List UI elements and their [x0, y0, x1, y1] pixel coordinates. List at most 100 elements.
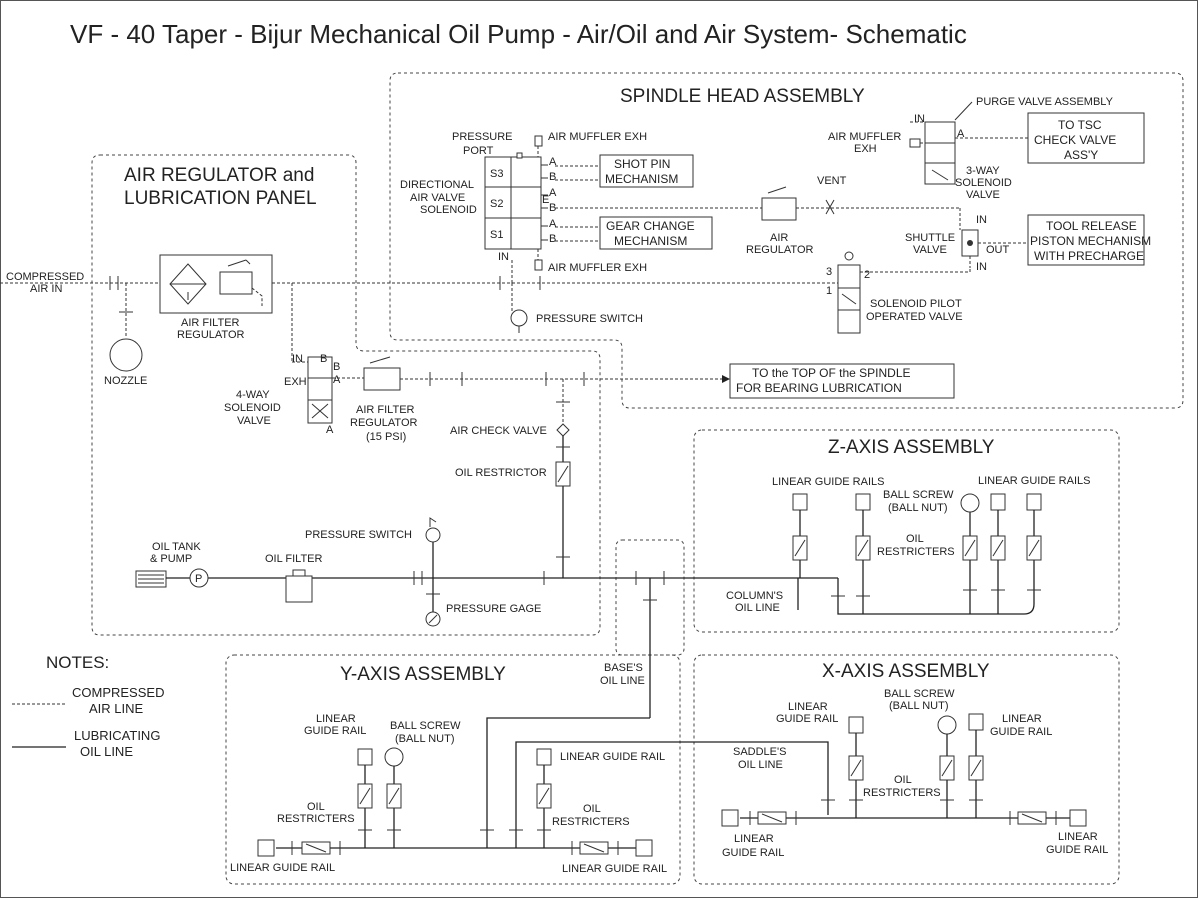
label-x-lgr-left-1: LINEAR [788, 701, 828, 713]
label-y-ballscrew-2: (BALL NUT) [395, 733, 455, 745]
label-to-tsc-2: CHECK VALVE [1034, 133, 1116, 147]
label-sol-pilot-1: SOLENOID PILOT [870, 298, 962, 310]
label-y-lgr-1: LINEAR [316, 713, 356, 725]
muffler-bottom-icon [534, 259, 543, 271]
air-reg-panel-boundary [91, 154, 601, 636]
label-air-muffler-1: AIR MUFFLER [828, 131, 901, 143]
label-x-lgr-right-1: LINEAR [1002, 713, 1042, 725]
x-linear-guide-rail-bl [721, 809, 739, 827]
label-note-oil-1: LUBRICATING [74, 728, 160, 743]
label-four-way-in: IN [292, 353, 303, 365]
label-directional-1: DIRECTIONAL [400, 179, 474, 191]
label-to-tsc-3: ASS'Y [1064, 148, 1098, 162]
three-way-solenoid-valve [924, 121, 956, 185]
label-air-regulator-1: AIR [770, 232, 788, 244]
label-directional-3: SOLENOID [420, 204, 477, 216]
y-axis-boundary [225, 654, 681, 885]
label-to-top-1: TO the TOP OF the SPINDLE [752, 366, 911, 380]
label-four-way-2: SOLENOID [224, 402, 281, 414]
section-title-z-axis: Z-AXIS ASSEMBLY [828, 437, 995, 458]
y-linear-guide-rail-bl [257, 839, 275, 857]
label-air-muffler-exh-top: AIR MUFFLER EXH [548, 131, 647, 143]
label-pump-p: P [195, 573, 202, 585]
label-pressure-switch-spindle: PRESSURE SWITCH [536, 313, 643, 325]
notes-heading: NOTES: [46, 653, 109, 672]
y-linear-guide-rail-br [635, 839, 653, 857]
label-note-air-2: AIR LINE [89, 701, 144, 716]
y-ball-screw [384, 747, 404, 767]
shot-pin-box [599, 154, 694, 188]
label-three-way-1: 3-WAY [966, 165, 1000, 177]
gear-change-box [599, 216, 713, 250]
label-air-filter-reg-2: REGULATOR [177, 329, 244, 341]
label-purge-a: A [957, 128, 965, 140]
label-port-e: E [542, 194, 549, 206]
label-y-oil-left-1: OIL [307, 801, 325, 813]
label-port-2: 2 [864, 269, 870, 281]
section-title-spindle: SPINDLE HEAD ASSEMBLY [620, 86, 865, 107]
label-y-lgr-mid: LINEAR GUIDE RAIL [560, 751, 665, 763]
label-port-b3: B [549, 233, 556, 245]
oil-filter [285, 575, 313, 603]
label-x-lgr-right-2: GUIDE RAIL [990, 726, 1052, 738]
z-linear-guide-rail-4 [1026, 493, 1042, 511]
label-z-lgr-right: LINEAR GUIDE RAILS [978, 475, 1090, 487]
label-port-a1: A [549, 156, 557, 168]
label-nozzle: NOZZLE [104, 375, 147, 387]
label-y-lgr-2: GUIDE RAIL [304, 725, 366, 737]
x-linear-guide-rail-top-right [968, 713, 984, 731]
label-compressed-air-in-1: COMPRESSED [6, 271, 84, 283]
label-note-air-1: COMPRESSED [72, 685, 164, 700]
label-four-way-a-bottom: A [326, 424, 334, 436]
label-port-3: 3 [826, 266, 832, 278]
label-port-a2: A [549, 187, 557, 199]
label-y-oil-right-2: RESTRICTERS [552, 816, 630, 828]
label-four-way-3: VALVE [237, 415, 271, 427]
label-tool-release-3: WITH PRECHARGE [1034, 249, 1144, 263]
section-title-x-axis: X-AXIS ASSEMBLY [822, 661, 990, 682]
tool-release-box [1027, 214, 1145, 266]
z-ball-screw [960, 493, 980, 513]
label-note-oil-2: OIL LINE [80, 744, 133, 759]
spindle-pressure-switch [510, 309, 528, 327]
label-air-muffler-exh-bottom: AIR MUFFLER EXH [548, 262, 647, 274]
label-z-oil-1: OIL [906, 533, 924, 545]
label-four-way-1: 4-WAY [236, 389, 270, 401]
label-air-filter-reg-1: AIR FILTER [181, 317, 240, 329]
label-oil-filter: OIL FILTER [265, 553, 323, 565]
label-pressure-port-1: PRESSURE [452, 131, 513, 143]
label-afr15-2: REGULATOR [350, 417, 417, 429]
label-port-1: 1 [826, 285, 832, 297]
z-axis-boundary [693, 429, 1120, 633]
x-ball-screw [937, 715, 957, 735]
label-four-way-b: B [333, 361, 340, 373]
label-port-in-dir: IN [498, 251, 509, 263]
label-oil-tank-2: & PUMP [150, 553, 192, 565]
label-y-oil-right-1: OIL [583, 803, 601, 815]
z-linear-guide-rail-3 [990, 493, 1006, 511]
label-tool-release-1: TOOL RELEASE [1046, 219, 1137, 233]
label-afr15-3: (15 PSI) [366, 431, 406, 443]
label-gear-change-1: GEAR CHANGE [606, 219, 695, 233]
label-z-oil-2: RESTRICTERS [877, 546, 955, 558]
label-shot-pin-1: SHOT PIN [614, 157, 670, 171]
label-columns-1: COLUMN'S [726, 590, 783, 602]
panel-pressure-switch [425, 527, 441, 543]
label-s3: S3 [490, 168, 503, 180]
y-linear-guide-rail-top [357, 748, 373, 766]
label-to-top-2: FOR BEARING LUBRICATION [736, 381, 902, 395]
z-linear-guide-rail-1 [792, 493, 808, 511]
label-z-lgr-left: LINEAR GUIDE RAILS [772, 476, 884, 488]
label-four-way-exh: EXH [284, 376, 307, 388]
regulator-symbol [219, 271, 253, 295]
pressure-port-icon [516, 152, 523, 159]
purge-muffler-icon [909, 138, 921, 148]
label-x-oil-2: RESTRICTERS [863, 787, 941, 799]
label-four-way-b-top: B [320, 353, 327, 365]
label-oil-tank-1: OIL TANK [152, 541, 201, 553]
air-check-valve [556, 423, 570, 437]
label-shuttle-2: VALVE [913, 244, 947, 256]
air-filter-regulator-15psi [363, 367, 401, 391]
